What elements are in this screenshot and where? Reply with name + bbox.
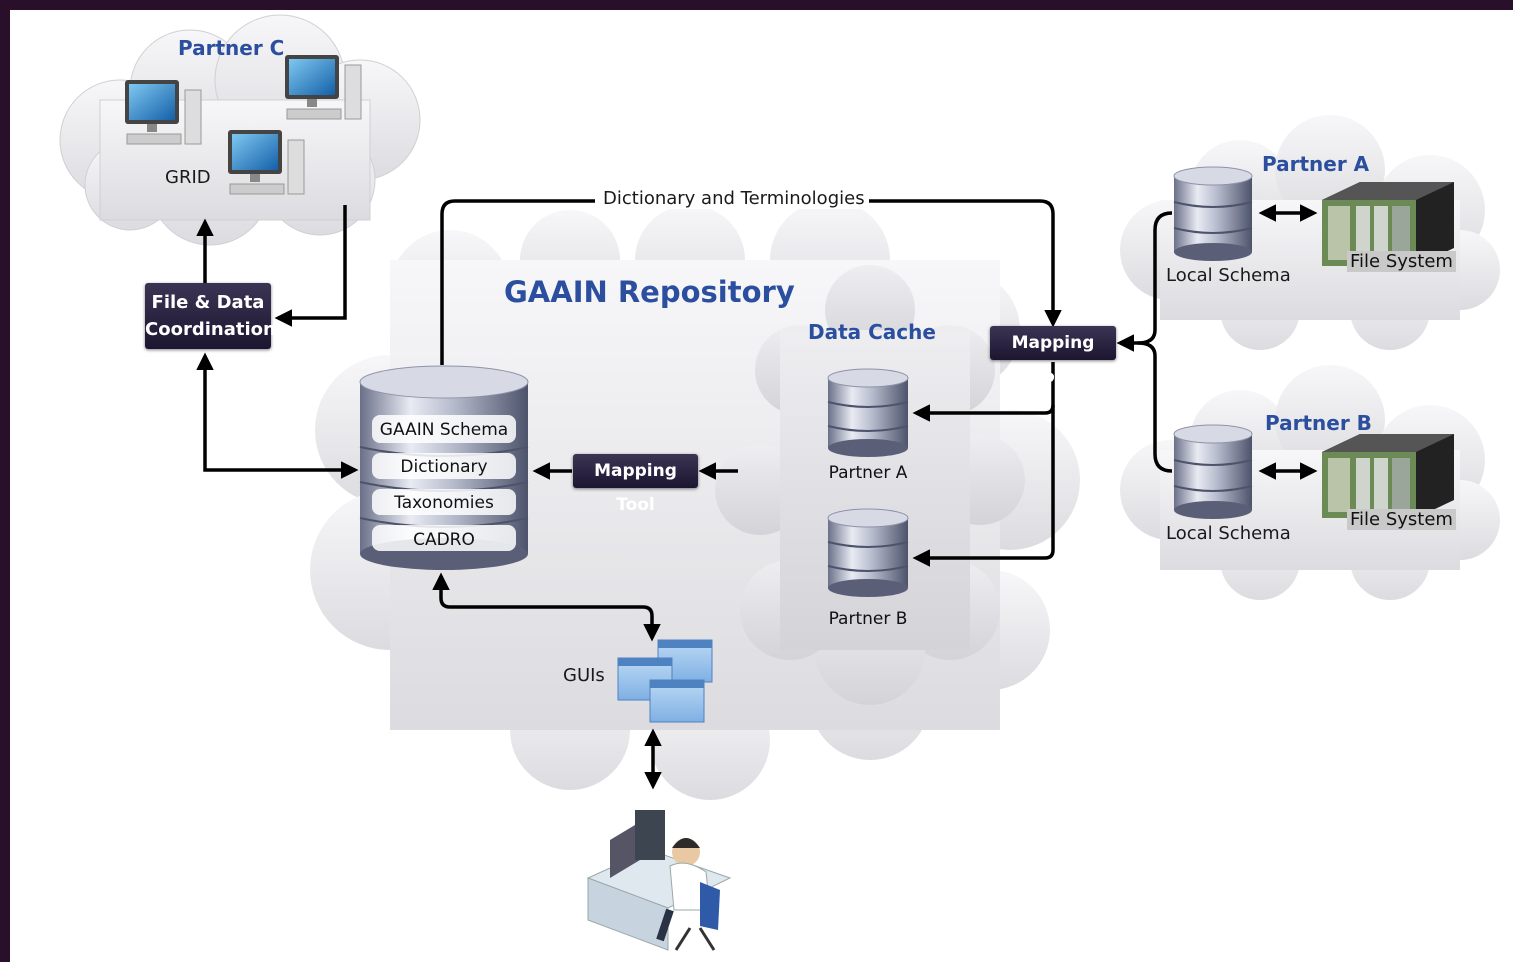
data-cache-cloud <box>715 265 1025 705</box>
server-rack-b-icon <box>1322 434 1454 518</box>
gaain-database-icon <box>359 365 529 570</box>
partner-a-file-system: File System <box>1347 251 1456 272</box>
dictionary-row: Dictionary <box>400 457 488 477</box>
cache-db-b-icon <box>827 508 909 597</box>
cadro-row: CADRO <box>413 530 475 550</box>
cache-db-a-icon <box>827 368 909 457</box>
cache-partner-a-label: Partner A <box>828 463 908 483</box>
partner-b-file-system: File System <box>1347 509 1456 530</box>
connectors <box>196 199 1318 790</box>
partner-b-title: Partner B <box>1265 411 1372 435</box>
mapping-tool-right-box: Mapping Tool <box>990 326 1116 387</box>
grid-label: GRID <box>165 167 211 188</box>
taxonomies-row: Taxonomies <box>394 493 494 513</box>
computer-icon <box>285 55 362 120</box>
diagram-canvas: Partner C GRID File & Data Coordination … <box>10 10 1513 962</box>
guis-label: GUIs <box>563 665 605 686</box>
file-data-line1: File & Data <box>151 292 265 313</box>
partner-b-local-schema: Local Schema <box>1166 523 1291 544</box>
cache-partner-b-label: Partner B <box>828 609 908 629</box>
file-data-line2: Coordination <box>145 319 276 340</box>
file-data-coordination-box: File & Data Coordination <box>145 283 276 349</box>
partner-b-db-icon <box>1173 424 1253 519</box>
partner-a-db-icon <box>1173 166 1253 261</box>
computer-icon <box>228 130 305 195</box>
mapping-tool-center-box: Mapping Tool <box>573 454 698 515</box>
data-cache-title: Data Cache <box>808 320 936 344</box>
diagram-graphics <box>59 14 1500 951</box>
repository-title: GAAIN Repository <box>504 275 795 309</box>
computer-icon <box>125 80 202 145</box>
gaain-schema-row: GAAIN Schema <box>379 420 509 440</box>
dictionary-terminologies-label: Dictionary and Terminologies <box>599 188 869 209</box>
gui-windows-icon <box>617 639 713 723</box>
partner-c-title: Partner C <box>178 36 285 60</box>
partner-a-local-schema: Local Schema <box>1166 265 1291 286</box>
user-at-desk-icon <box>586 810 732 951</box>
partner-a-title: Partner A <box>1262 152 1370 176</box>
